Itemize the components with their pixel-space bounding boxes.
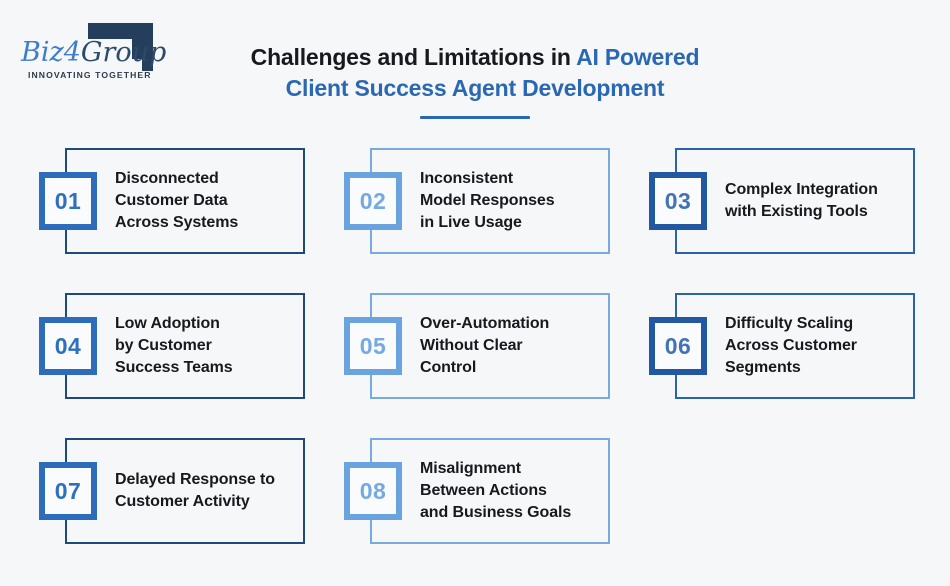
biz4group-logo: Biz4Group INNOVATING TOGETHER <box>20 23 166 80</box>
challenge-text-01: Disconnected Customer Data Across System… <box>115 170 239 231</box>
title-underline <box>420 116 530 119</box>
challenge-number-box-06: 06 <box>649 317 707 375</box>
page-title-line1: Challenges and Limitations in AI Powered <box>0 42 950 73</box>
challenge-card-03: 03 Complex Integration with Existing Too… <box>649 148 915 254</box>
header: Challenges and Limitations in AI Powered… <box>0 42 950 119</box>
logo-part-4: 4 <box>63 37 81 68</box>
challenge-number-05: 05 <box>359 332 387 359</box>
challenge-text-08: Misalignment Between Actions and Busines… <box>420 460 572 521</box>
logo-corner-shape <box>88 23 153 71</box>
challenge-number-06: 06 <box>664 332 692 359</box>
challenge-card-05: 05 Over-Automation Without Clear Control <box>344 293 610 399</box>
challenge-number-box-04: 04 <box>39 317 97 375</box>
challenge-card-07: 07 Delayed Response to Customer Activity <box>39 438 305 544</box>
challenge-number-04: 04 <box>54 332 82 359</box>
challenge-text-02: Inconsistent Model Responses in Live Usa… <box>420 170 555 231</box>
challenge-card-01: 01 Disconnected Customer Data Across Sys… <box>39 148 305 254</box>
challenge-text-03: Complex Integration with Existing Tools <box>725 181 878 220</box>
challenge-text-07: Delayed Response to Customer Activity <box>115 471 275 510</box>
logo-part-group: Group <box>81 37 166 68</box>
challenge-number-box-01: 01 <box>39 172 97 230</box>
challenge-card-02: 02 Inconsistent Model Responses in Live … <box>344 148 610 254</box>
page-title-line2: Client Success Agent Development <box>285 75 665 101</box>
challenge-number-01: 01 <box>54 187 82 214</box>
challenge-number-box-02: 02 <box>344 172 402 230</box>
challenge-number-07: 07 <box>54 477 82 504</box>
challenge-number-box-05: 05 <box>344 317 402 375</box>
challenge-number-box-07: 07 <box>39 462 97 520</box>
challenge-number-08: 08 <box>359 477 387 504</box>
title-text-accent: AI Powered <box>576 44 700 70</box>
logo-tagline: INNOVATING TOGETHER <box>28 70 152 80</box>
challenge-card-04: 04 Low Adoption by Customer Success Team… <box>39 293 305 399</box>
challenge-text-04: Low Adoption by Customer Success Teams <box>115 315 233 376</box>
challenge-number-box-03: 03 <box>649 172 707 230</box>
challenge-number-box-08: 08 <box>344 462 402 520</box>
challenge-number-02: 02 <box>359 187 387 214</box>
challenge-card-06: 06 Difficulty Scaling Across Customer Se… <box>649 293 915 399</box>
challenge-text-05: Over-Automation Without Clear Control <box>420 315 550 376</box>
title-text-black: Challenges and Limitations in <box>250 44 571 70</box>
logo-part-biz: Biz <box>20 37 64 68</box>
logo-wordmark: Biz4Group <box>20 37 166 68</box>
challenge-text-06: Difficulty Scaling Across Customer Segme… <box>725 315 857 376</box>
challenge-card-08: 08 Misalignment Between Actions and Busi… <box>344 438 610 544</box>
challenge-number-03: 03 <box>664 187 692 214</box>
